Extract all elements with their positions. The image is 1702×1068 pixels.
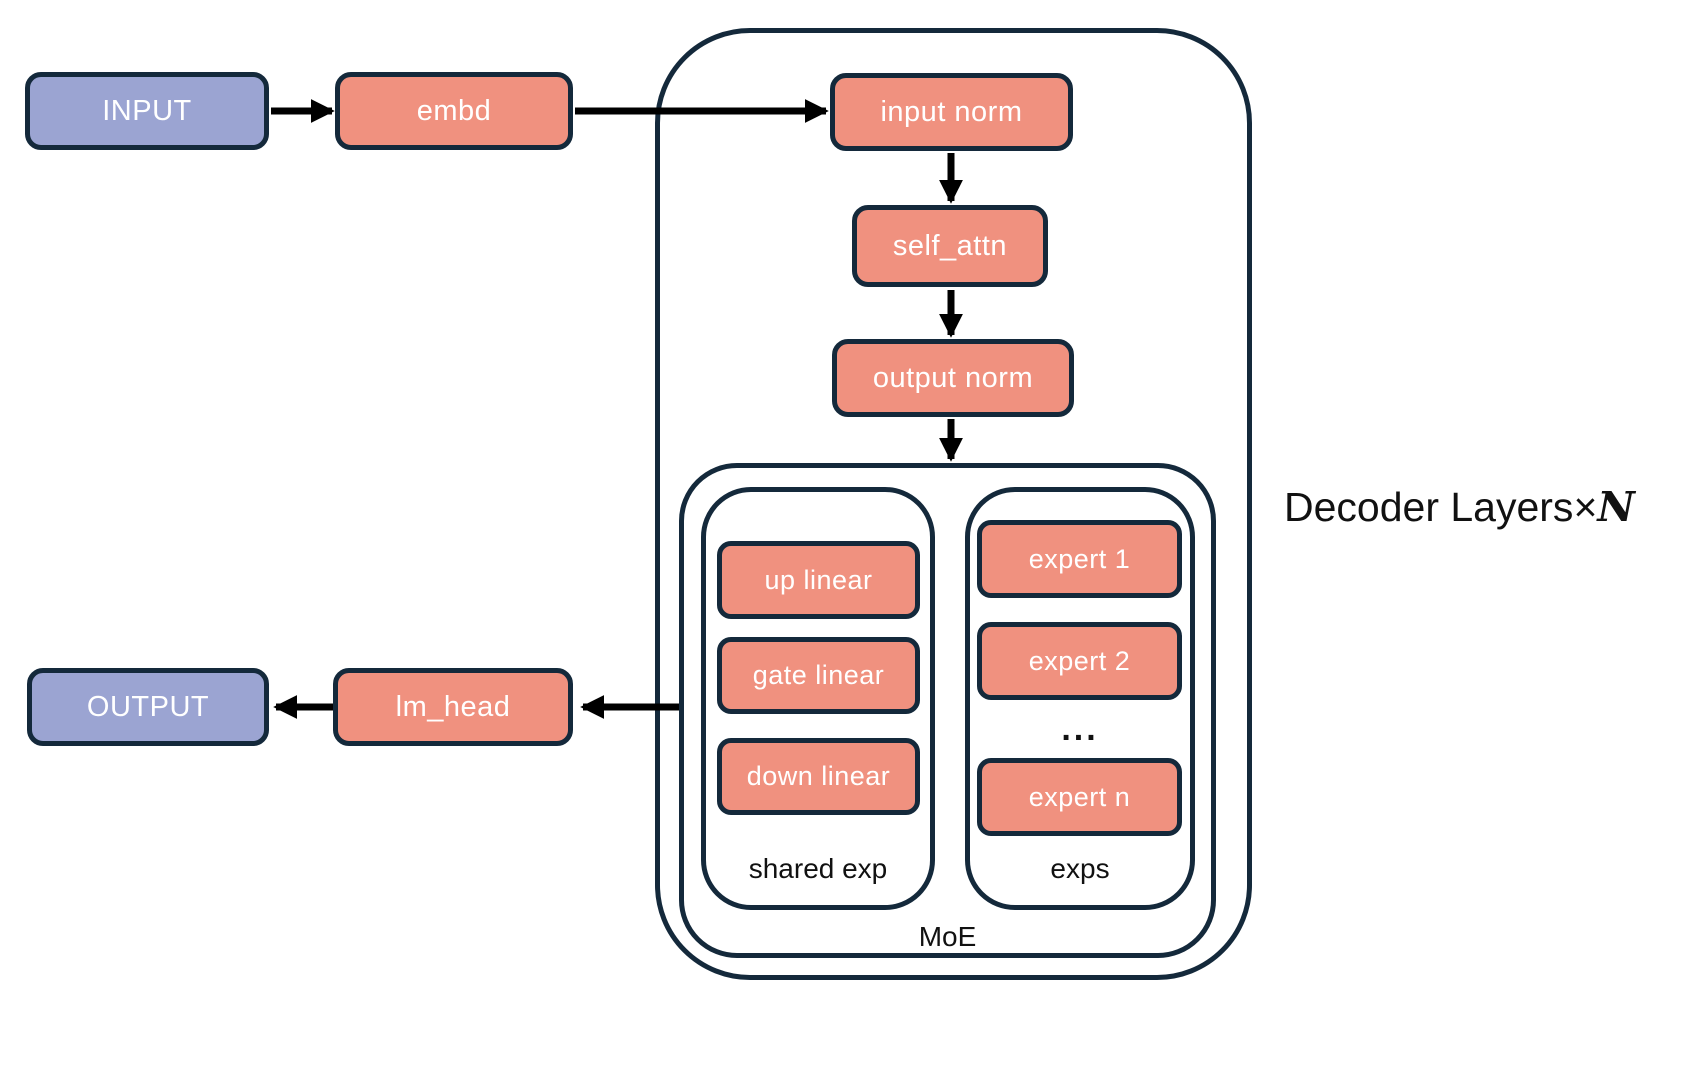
lm-head-node: lm_head [333,668,573,746]
experts-ellipsis: ... [1061,710,1099,748]
expert-n-node: expert n [977,758,1182,836]
decoder-layers-frame [655,28,1252,980]
self-attn-node: self_attn [852,205,1048,287]
expert-1-node: expert 1 [977,520,1182,598]
output-norm-node: output norm [832,339,1074,417]
shared-exp-label: shared exp [748,853,888,884]
expert-2-node: expert 2 [977,622,1182,700]
embd-node: embd [335,72,573,150]
gate-linear-node: gate linear [717,637,920,714]
n-symbol: N [1597,483,1635,531]
times-symbol: × [1573,484,1598,530]
decoder-layers-label: Decoder Layers×N [1284,483,1635,531]
input-norm-node: input norm [830,73,1073,151]
down-linear-node: down linear [717,738,920,815]
up-linear-node: up linear [717,541,920,619]
input-node: INPUT [25,72,269,150]
moe-label: MoE [918,921,977,952]
exps-frame: expert 1 expert 2 ... expert n exps [965,487,1195,910]
shared-exp-frame: up linear gate linear down linear shared… [701,487,935,910]
moe-frame: MoE [679,463,1216,958]
output-node: OUTPUT [27,668,269,746]
decoder-layers-text: Decoder Layers [1284,484,1574,530]
exps-label: exps [1050,853,1110,884]
